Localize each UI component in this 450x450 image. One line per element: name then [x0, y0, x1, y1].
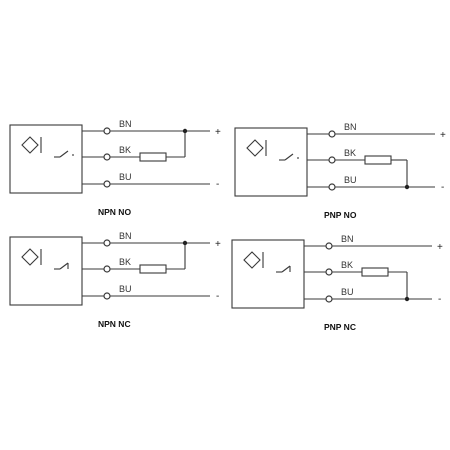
minus-sign: - — [438, 294, 441, 305]
wiring-diagram-pnp-no: BN BK BU + - PNP NO — [234, 122, 446, 220]
wire-label-bn: BN — [119, 231, 132, 241]
wire-label-bu: BU — [119, 172, 132, 182]
switch-contact-icon — [279, 153, 299, 161]
sensor-housing — [9, 124, 83, 194]
junction-dot — [404, 296, 410, 302]
wire-label-bk: BK — [344, 148, 356, 158]
diagram-caption: NPN NC — [98, 319, 131, 329]
terminal-bn — [103, 127, 111, 135]
junction-dot — [182, 128, 188, 134]
terminal-bk — [325, 268, 333, 276]
sensor-housing — [9, 236, 83, 306]
terminal-bu — [103, 180, 111, 188]
inductive-sensor-icon — [246, 139, 267, 157]
inductive-sensor-icon — [21, 248, 42, 266]
switch-contact-icon — [54, 150, 74, 158]
load-resistor-icon — [139, 264, 167, 274]
wire-label-bu: BU — [119, 284, 132, 294]
terminal-bk — [328, 156, 336, 164]
plus-sign: + — [437, 242, 443, 253]
wire-label-bk: BK — [341, 260, 353, 270]
diagram-caption: PNP NC — [324, 322, 356, 332]
terminal-bk — [103, 265, 111, 273]
minus-sign: - — [216, 179, 219, 190]
wiring-diagram-pnp-nc: BN BK BU + - PNP NC — [231, 234, 443, 332]
terminal-bu — [328, 183, 336, 191]
load-resistor-icon — [364, 155, 392, 165]
junction-dot — [182, 240, 188, 246]
inductive-sensor-icon — [243, 251, 264, 269]
plus-sign: + — [440, 130, 446, 141]
terminal-bn — [328, 130, 336, 138]
wire-label-bn: BN — [119, 119, 132, 129]
load-resistor-icon — [139, 152, 167, 162]
diagram-caption: NPN NO — [98, 207, 131, 217]
terminal-bn — [103, 239, 111, 247]
wire-label-bu: BU — [344, 175, 357, 185]
wire-label-bu: BU — [341, 287, 354, 297]
minus-sign: - — [441, 182, 444, 193]
terminal-bu — [103, 292, 111, 300]
switch-contact-icon — [54, 262, 69, 270]
wire-label-bn: BN — [341, 234, 354, 244]
sensor-housing — [231, 239, 305, 309]
wire-label-bk: BK — [119, 145, 131, 155]
terminal-bu — [325, 295, 333, 303]
terminal-bk — [103, 153, 111, 161]
wire-label-bk: BK — [119, 257, 131, 267]
switch-contact-icon — [276, 265, 291, 273]
minus-sign: - — [216, 291, 219, 302]
terminal-bn — [325, 242, 333, 250]
wire-label-bn: BN — [344, 122, 357, 132]
load-resistor-icon — [361, 267, 389, 277]
wiring-diagram-npn-nc: BN BK BU + - NPN NC — [9, 231, 221, 329]
plus-sign: + — [215, 127, 221, 138]
inductive-sensor-icon — [21, 136, 42, 154]
diagram-caption: PNP NO — [324, 210, 357, 220]
wiring-diagram-npn-no: BN BK BU + - NPN NO — [9, 119, 221, 217]
plus-sign: + — [215, 239, 221, 250]
sensor-housing — [234, 127, 308, 197]
junction-dot — [404, 184, 410, 190]
